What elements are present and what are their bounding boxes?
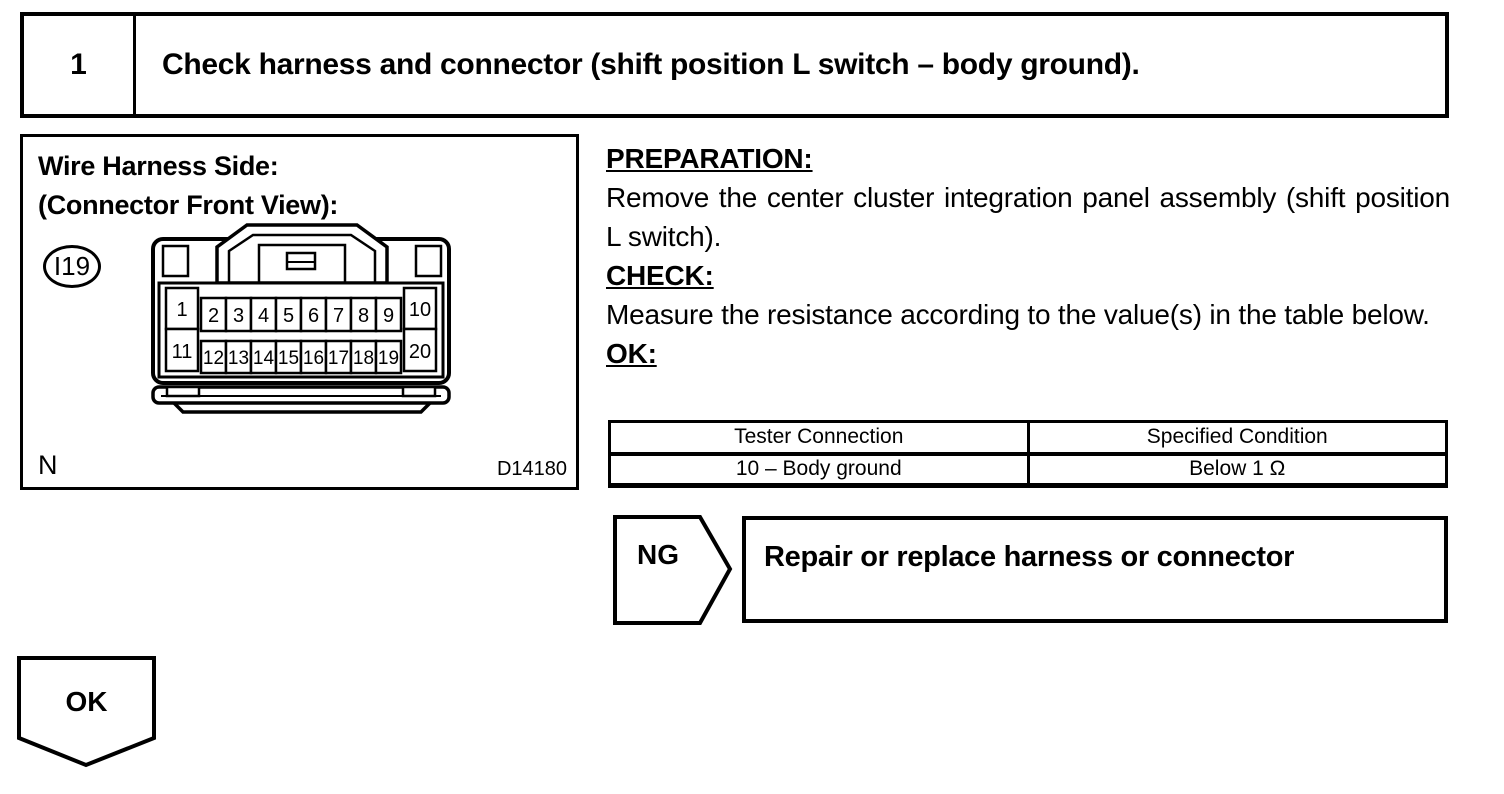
pin-number: 13	[228, 348, 249, 369]
base-tab-right	[401, 385, 437, 398]
ok-arrow: OK	[17, 656, 156, 768]
pin-cell-17	[324, 339, 353, 375]
ok-heading: OK:	[606, 338, 657, 369]
pin-number: 7	[333, 305, 344, 327]
pin-number: 14	[253, 348, 275, 369]
step-header: 1 Check harness and connector (shift pos…	[20, 12, 1449, 118]
pin-cell-13	[224, 339, 253, 375]
pin-cell-14	[249, 339, 278, 375]
pin-number: 19	[378, 348, 399, 369]
pin-number: 5	[283, 305, 294, 327]
pin-number: 16	[303, 348, 324, 369]
step-title: Check harness and connector (shift posit…	[162, 48, 1140, 81]
pin-number: 20	[409, 341, 431, 363]
figure-code: D14180	[496, 458, 567, 480]
ng-action-box: Repair or replace harness or connector	[742, 516, 1448, 623]
col-header-specified-condition: Specified Condition	[1026, 420, 1448, 456]
pin-number: 10	[409, 299, 431, 321]
pin-number: 3	[233, 305, 244, 327]
pin-number: 12	[203, 348, 224, 369]
corner-notch-left	[161, 244, 190, 278]
spec-table: Tester Connection Specified Condition 10…	[608, 420, 1448, 488]
pin-number: 8	[358, 305, 369, 327]
pin-cell-6	[299, 296, 328, 333]
pin-cell-9	[374, 296, 403, 333]
preparation-heading: PREPARATION:	[606, 143, 813, 174]
pin-number: 2	[208, 305, 219, 327]
diagram-panel: Wire Harness Side: (Connector Front View…	[20, 134, 579, 490]
pin-number: 17	[328, 348, 349, 369]
connector-diagram: 1 2 3 4 5 6 7 8 9 10 11 12 13 14 15 16 1…	[151, 223, 451, 414]
pin-number: 1	[176, 299, 187, 321]
ng-action-text: Repair or replace harness or connector	[764, 541, 1295, 573]
pin-number: 15	[278, 348, 299, 369]
pin-cell-20	[402, 327, 438, 373]
connector-id-badge: I19	[43, 245, 101, 288]
instructions-block: PREPARATION: Remove the center cluster i…	[606, 139, 1450, 373]
ng-arrow: NG	[613, 515, 734, 627]
pin-cell-7	[324, 296, 353, 333]
pin-cell-15	[274, 339, 303, 375]
check-text: Measure the resistance according to the …	[606, 299, 1430, 330]
diagram-title-line2: (Connector Front View):	[38, 190, 339, 220]
latch-inner-line	[227, 233, 377, 283]
diagram-footnote: N	[38, 450, 58, 480]
ng-label: NG	[637, 539, 679, 570]
pin-number: 6	[308, 305, 319, 327]
diagram-title-line1: Wire Harness Side:	[38, 151, 279, 181]
table-header-row: Tester Connection Specified Condition	[608, 420, 1448, 456]
pin-cell-19	[374, 339, 403, 375]
pin-cell-10	[402, 286, 438, 331]
pin-number: 9	[383, 305, 394, 327]
pin-cell-11	[164, 327, 200, 373]
pin-number: 11	[172, 341, 193, 363]
col-header-tester-connection: Tester Connection	[608, 420, 1030, 456]
ng-arrow-shape	[613, 515, 733, 625]
pin-number: 18	[353, 348, 374, 369]
base-tab-left	[165, 385, 201, 398]
ok-arrow-shape	[17, 656, 156, 768]
corner-notch-right	[414, 244, 443, 278]
pin-cell-8	[349, 296, 378, 333]
diagram-title: Wire Harness Side: (Connector Front View…	[38, 147, 338, 225]
cell-specified-condition: Below 1 Ω	[1026, 452, 1448, 488]
ok-label: OK	[65, 686, 108, 717]
pin-cell-1	[164, 286, 200, 331]
latch-face	[257, 243, 347, 283]
pin-cell-3	[224, 296, 253, 333]
table-row: 10 – Body ground Below 1 Ω	[608, 452, 1448, 488]
cell-tester-connection: 10 – Body ground	[608, 452, 1030, 488]
check-heading: CHECK:	[606, 260, 714, 291]
preparation-text: Remove the center cluster integration pa…	[606, 182, 1450, 252]
step-number: 1	[24, 16, 136, 114]
pin-number: 4	[258, 305, 269, 327]
